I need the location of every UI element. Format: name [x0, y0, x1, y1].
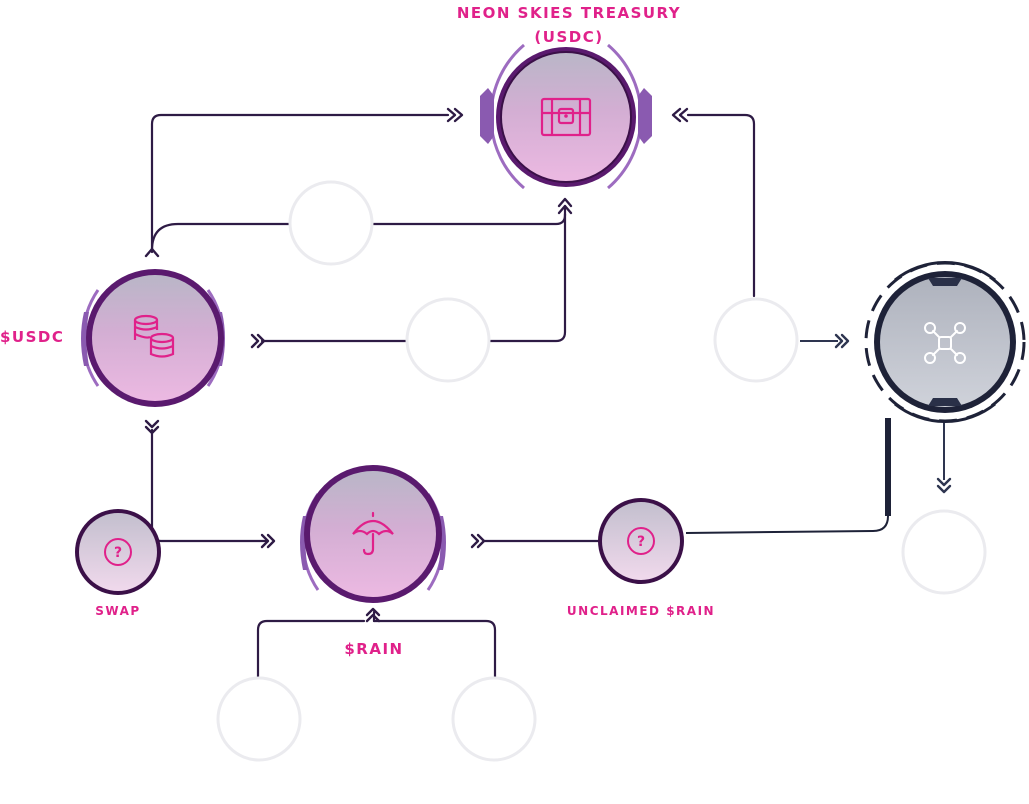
drone-notch-bottom — [928, 398, 962, 406]
arrow-up-usdc — [144, 247, 160, 258]
usdc-node — [81, 269, 225, 407]
treasury-node — [480, 43, 652, 190]
umbrella-icon — [352, 511, 394, 556]
treasure-chest-icon — [540, 97, 592, 137]
drone-bracket-top — [894, 261, 996, 282]
unclaimed-node: ? — [598, 498, 684, 584]
line-drone-to-treasury — [686, 113, 756, 298]
swap-label: SWAP — [95, 604, 140, 618]
arrow-up-treasury — [557, 197, 573, 215]
coin-stack-icon — [133, 314, 175, 358]
arrow-down-usdc-out — [144, 419, 160, 435]
question-mark-icon: ? — [627, 527, 655, 555]
unclaimed-core — [602, 502, 680, 580]
line-usdc-to-treasury-top — [150, 113, 450, 254]
arrow-right-usdc-in — [250, 333, 266, 349]
drone-notch-top — [928, 278, 962, 286]
treasury-side-bracket-right — [638, 88, 652, 144]
empty-nodes — [216, 180, 987, 762]
empty-node-rain-right — [451, 676, 537, 762]
line-rain-sources — [256, 619, 497, 680]
arrow-right-rain-right — [470, 533, 486, 549]
arrow-left-treasury — [671, 107, 689, 123]
line-usdc-to-treasury-low — [260, 212, 567, 343]
treasury-side-bracket-left — [480, 88, 494, 144]
question-mark-icon: ? — [104, 538, 132, 566]
arrow-down-drone — [936, 477, 952, 494]
svg-text:?: ? — [637, 534, 645, 550]
empty-node-drone-out — [901, 509, 987, 595]
line-drone-to-unclaimed — [685, 418, 889, 534]
arrow-up-rain — [365, 607, 381, 623]
arrow-right-drone — [834, 333, 850, 349]
drone-icon — [924, 322, 966, 364]
usdc-label: $USDC — [0, 328, 64, 346]
usdc-core — [92, 275, 218, 401]
rain-node — [300, 465, 446, 603]
drone-bracket-bottom — [894, 402, 996, 423]
line-usdc-down-to-rain — [150, 428, 268, 543]
treasury-subtitle: (USDC) — [534, 28, 603, 46]
unclaimed-label: UNCLAIMED $RAIN — [567, 604, 715, 618]
treasury-title: NEON SKIES TREASURY — [457, 4, 681, 22]
arrow-right-rain-in — [260, 533, 276, 549]
usdc-side-bar-left — [81, 312, 89, 366]
swap-core — [79, 513, 157, 591]
connectors — [150, 113, 756, 680]
empty-node-relay — [713, 297, 799, 383]
svg-text:?: ? — [114, 545, 122, 561]
swap-node: ? — [75, 509, 161, 595]
empty-node-top — [288, 180, 374, 266]
arrowheads-navy — [834, 333, 952, 494]
empty-node-mid — [405, 297, 491, 383]
arrowheads — [144, 107, 689, 623]
empty-node-rain-left — [216, 676, 302, 762]
treasury-inner-edge — [500, 51, 632, 183]
rain-label: $RAIN — [344, 640, 403, 658]
labels: NEON SKIES TREASURY (USDC) $USDC SWAP $R… — [0, 4, 715, 658]
drone-node — [864, 261, 1026, 423]
drone-core — [880, 277, 1010, 407]
arrow-right-treasury — [446, 107, 464, 123]
